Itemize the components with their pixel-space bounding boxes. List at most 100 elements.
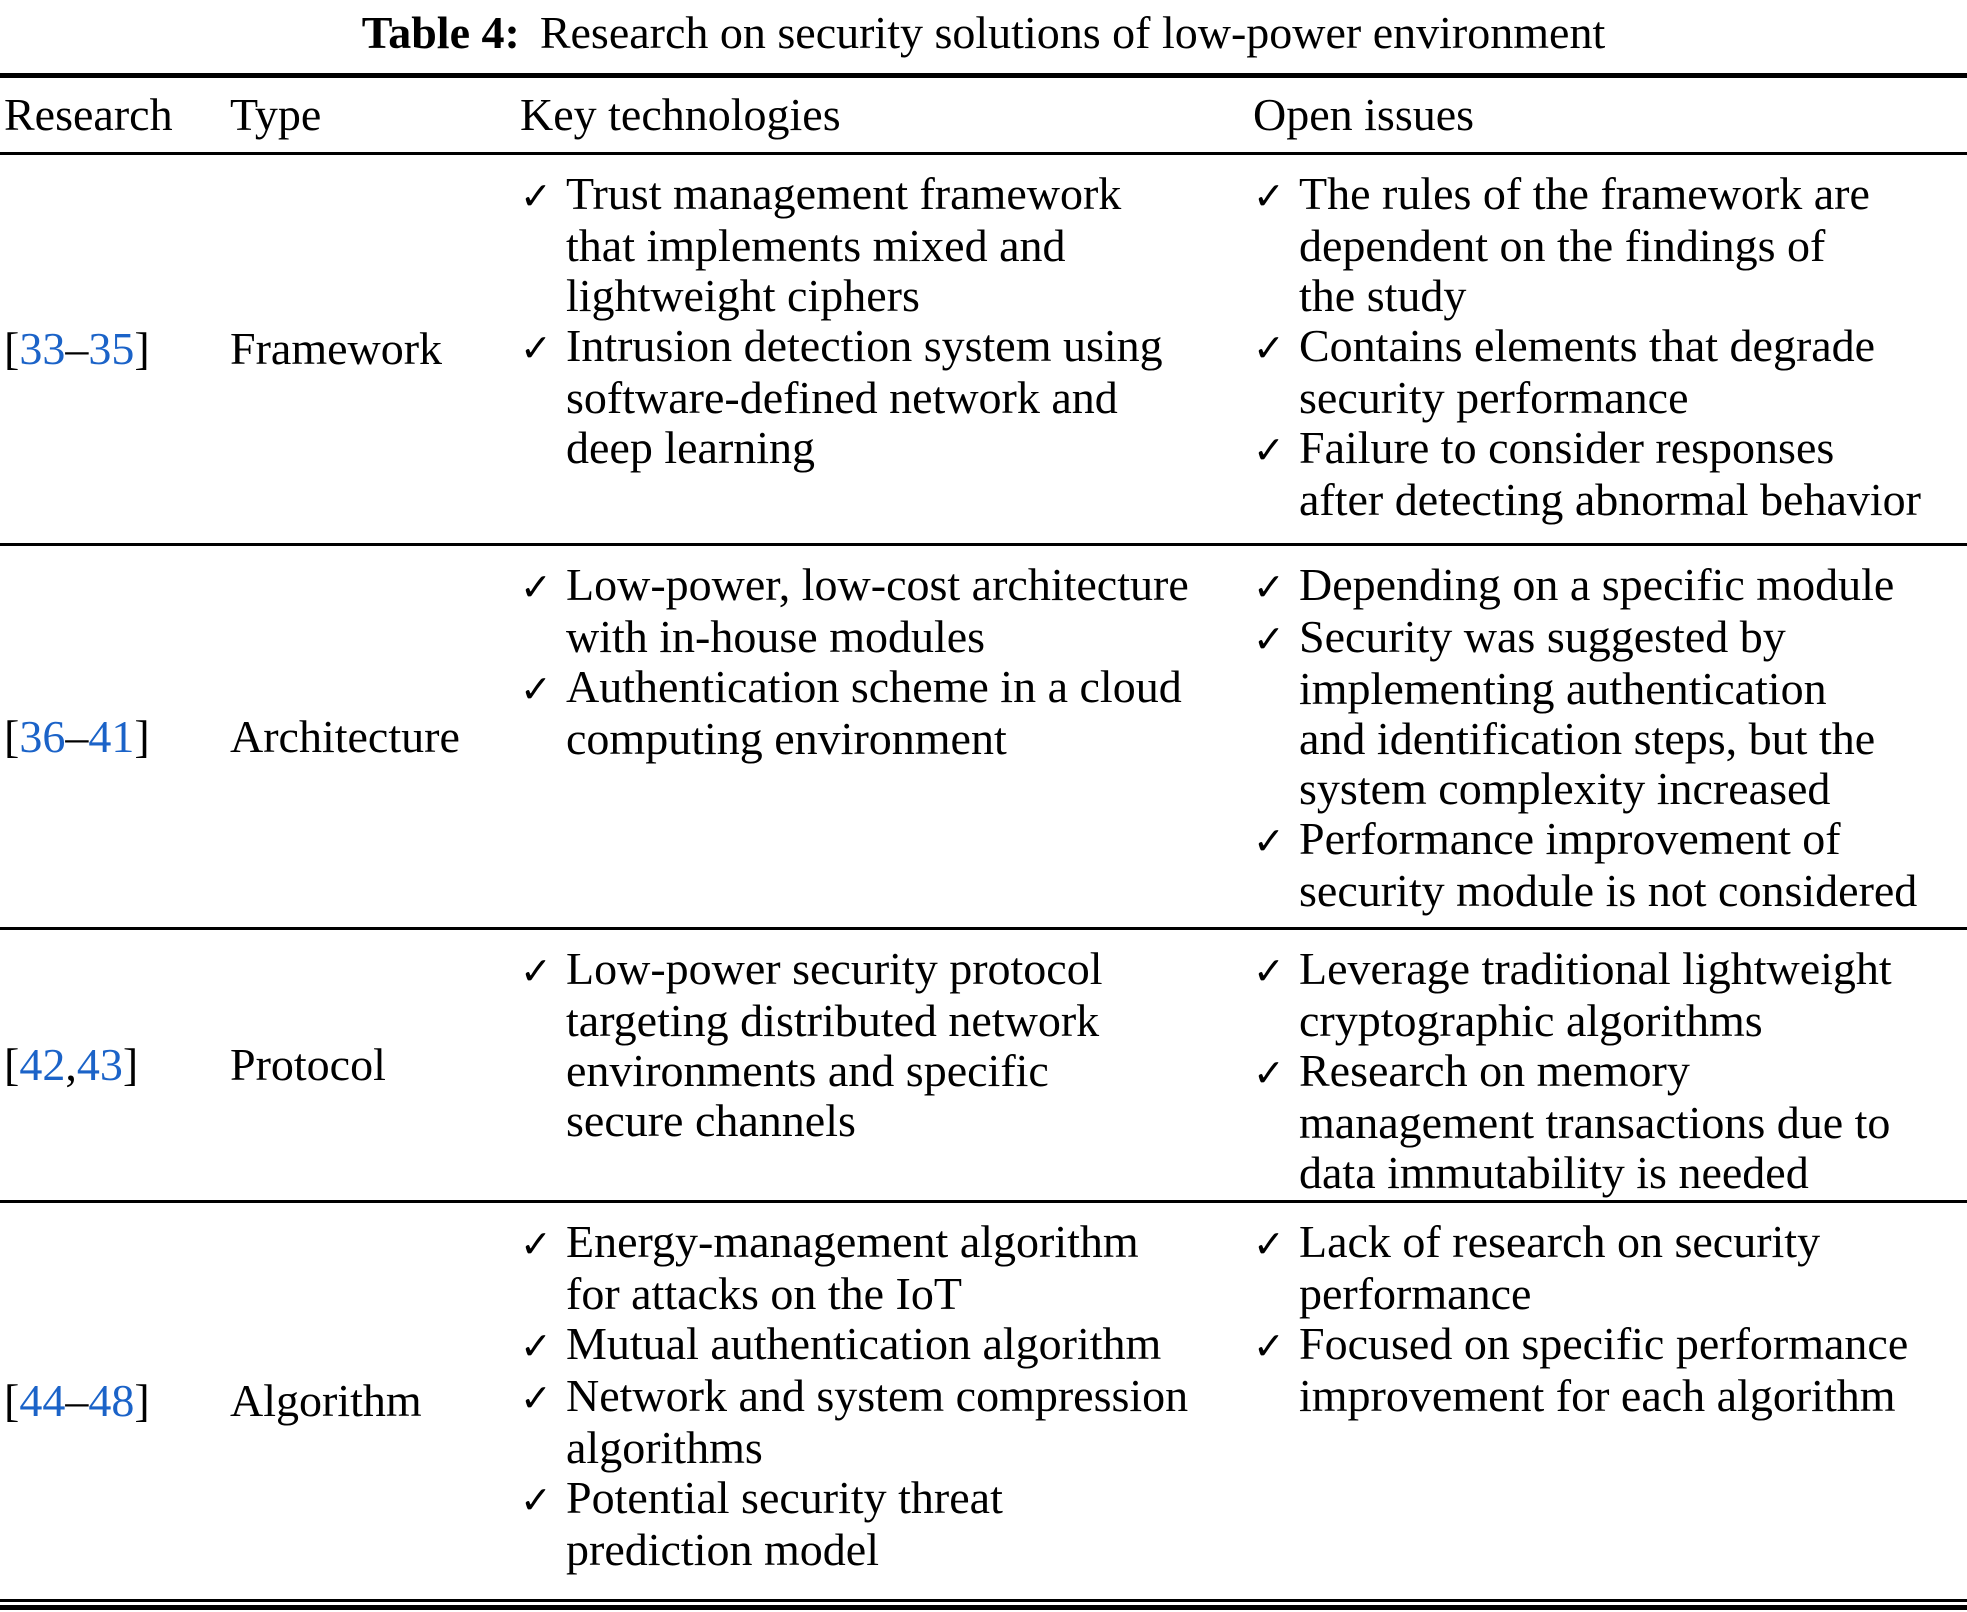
checklist-item: ✓Lack of research on security performanc…: [1253, 1217, 1967, 1319]
checklist-item-text: Low-power security protocol targeting di…: [566, 943, 1103, 1146]
check-icon: ✓: [1253, 565, 1285, 609]
table-row: [36–41] Architecture ✓ Low-power, low-cos…: [0, 546, 1967, 927]
checklist-item-text: Research on memory management transactio…: [1299, 1045, 1891, 1198]
check-icon: ✓: [1253, 1051, 1285, 1095]
citation-number[interactable]: 42: [19, 1039, 66, 1090]
checklist-item-text: Authentication scheme in a cloud computi…: [566, 661, 1182, 764]
row-separator-rule: [0, 1200, 1967, 1203]
research-citation-cell: [44–48]: [0, 1203, 230, 1599]
check-icon: ✓: [520, 1324, 552, 1368]
citation-ref[interactable]: [36–41]: [4, 710, 150, 762]
citation-number[interactable]: 36: [19, 710, 66, 762]
checklist-item-text: Performance improvement of security modu…: [1299, 813, 1918, 916]
check-icon: ✓: [520, 174, 552, 218]
column-header-open-issues: Open issues: [1253, 89, 1475, 140]
check-icon: ✓: [520, 949, 552, 993]
checklist-item: ✓ Potential security threat prediction mo…: [520, 1473, 1253, 1575]
citation-ref[interactable]: [44–48]: [4, 1376, 150, 1426]
row-separator-rule: [0, 543, 1967, 546]
table-bottom-rule-thick: [0, 1605, 1967, 1610]
checklist-item-text: Network and system compression algorithm…: [566, 1370, 1189, 1473]
checklist-item: ✓Security was suggested by implementing …: [1253, 612, 1967, 814]
open-issues-cell: ✓ Lack of research on security performanc…: [1253, 1203, 1967, 1599]
check-icon: ✓: [1253, 326, 1285, 370]
citation-separator: –: [65, 710, 89, 762]
check-icon: ✓: [520, 565, 552, 609]
check-icon: ✓: [1253, 949, 1285, 993]
type-cell: Architecture: [230, 710, 460, 762]
checklist-item: ✓ Research on memory management transacti…: [1253, 1046, 1967, 1198]
checklist-item: ✓Energy-management algorithm for attacks…: [520, 1217, 1253, 1319]
type-cell: Protocol: [230, 1039, 386, 1090]
citation-bracket: ]: [122, 1039, 139, 1090]
open-issues-cell: ✓Leverage traditional lightweight crypto…: [1253, 930, 1967, 1200]
citation-number[interactable]: 48: [88, 1375, 135, 1426]
checklist-item-text: Low-power, low-cost architecture with in…: [566, 559, 1189, 662]
key-technologies-cell: ✓ Energy-management algorithm for attacks…: [520, 1203, 1253, 1599]
research-citation-cell: [36–41]: [0, 546, 230, 927]
citation-bracket: ]: [134, 1375, 150, 1426]
citation-bracket: [: [4, 323, 20, 374]
open-issues-cell: ✓ Depending on a specific module✓Security…: [1253, 546, 1967, 927]
checklist-item: ✓ Depending on a specific module: [1253, 560, 1967, 612]
checklist-item-text: Potential security threat prediction mod…: [566, 1472, 1003, 1575]
row-separator-rule: [0, 927, 1967, 930]
column-header-research: Research: [4, 89, 173, 140]
checklist-item: ✓Leverage traditional lightweight crypto…: [1253, 944, 1967, 1046]
checklist-item: ✓ Low-power security protocol targeting d…: [520, 944, 1253, 1146]
check-icon: ✓: [1253, 174, 1285, 218]
checklist-item-text: The rules of the framework are dependent…: [1299, 168, 1870, 321]
citation-number[interactable]: 41: [88, 710, 135, 762]
check-icon: ✓: [1253, 819, 1285, 863]
key-technologies-cell: ✓ Low-power security protocol targeting d…: [520, 930, 1253, 1200]
citation-number[interactable]: 44: [19, 1375, 66, 1426]
table-caption-label: Table 4:: [361, 7, 520, 58]
checklist-item-text: Trust management framework that implemen…: [566, 168, 1122, 321]
citation-number[interactable]: 33: [19, 323, 66, 374]
citation-separator: –: [65, 1375, 89, 1426]
table-row: [33–35] Framework ✓ Trust management fram…: [0, 155, 1967, 543]
checklist-item: ✓Failure to consider responses after det…: [1253, 423, 1967, 525]
checklist-item: ✓ Focused on specific performance improve…: [1253, 1319, 1967, 1421]
table-header-row: Research Type Key technologies Open issu…: [0, 78, 1967, 152]
key-technologies-cell: ✓ Trust management framework that impleme…: [520, 155, 1253, 543]
checklist-item: ✓ Low-power, low-cost architecture with i…: [520, 560, 1253, 662]
citation-ref[interactable]: [33–35]: [4, 324, 150, 374]
check-icon: ✓: [1253, 428, 1285, 472]
checklist-item-text: Lack of research on security performance: [1299, 1216, 1821, 1319]
check-icon: ✓: [520, 667, 552, 711]
checklist-item: ✓ Authentication scheme in a cloud comput…: [520, 662, 1253, 764]
check-icon: ✓: [1253, 617, 1285, 661]
type-cell: Framework: [230, 323, 443, 374]
research-citation-cell: [42,43]: [0, 930, 230, 1200]
check-icon: ✓: [520, 326, 552, 370]
table-top-rule: [0, 73, 1967, 78]
check-icon: ✓: [520, 1478, 552, 1522]
checklist-item: ✓ The rules of the framework are dependen…: [1253, 169, 1967, 321]
checklist-item: ✓ Contains elements that degrade security…: [1253, 321, 1967, 423]
citation-bracket: [: [4, 1375, 20, 1426]
checklist-item: ✓ Performance improvement of security mod…: [1253, 814, 1967, 916]
citation-bracket: [: [4, 710, 20, 762]
citation-number[interactable]: 35: [88, 323, 135, 374]
key-technologies-cell: ✓ Low-power, low-cost architecture with i…: [520, 546, 1253, 927]
checklist-item-text: Contains elements that degrade security …: [1299, 320, 1876, 423]
citation-ref[interactable]: [42,43]: [4, 1040, 138, 1090]
checklist-item-text: Mutual authentication algorithm: [566, 1318, 1162, 1369]
table-bottom-rule-thin: [0, 1599, 1967, 1602]
checklist-item: ✓ Mutual authentication algorithm: [520, 1319, 1253, 1371]
checklist-item-text: Focused on specific performance improvem…: [1299, 1318, 1909, 1421]
check-icon: ✓: [520, 1376, 552, 1420]
header-separator-rule: [0, 152, 1967, 155]
checklist-item-text: Depending on a specific module: [1299, 559, 1895, 610]
citation-bracket: [: [4, 1039, 20, 1090]
checklist-item: ✓ Network and system compression algorith…: [520, 1371, 1253, 1473]
checklist-item: ✓Intrusion detection system using softwa…: [520, 321, 1253, 473]
checklist-item-text: Energy-management algorithm for attacks …: [566, 1216, 1139, 1319]
citation-separator: –: [65, 323, 89, 374]
citation-number[interactable]: 43: [76, 1039, 123, 1090]
table-row: [44–48] Algorithm ✓Energy-management alg…: [0, 1203, 1967, 1599]
check-icon: ✓: [1253, 1324, 1285, 1368]
column-header-type: Type: [230, 89, 322, 140]
